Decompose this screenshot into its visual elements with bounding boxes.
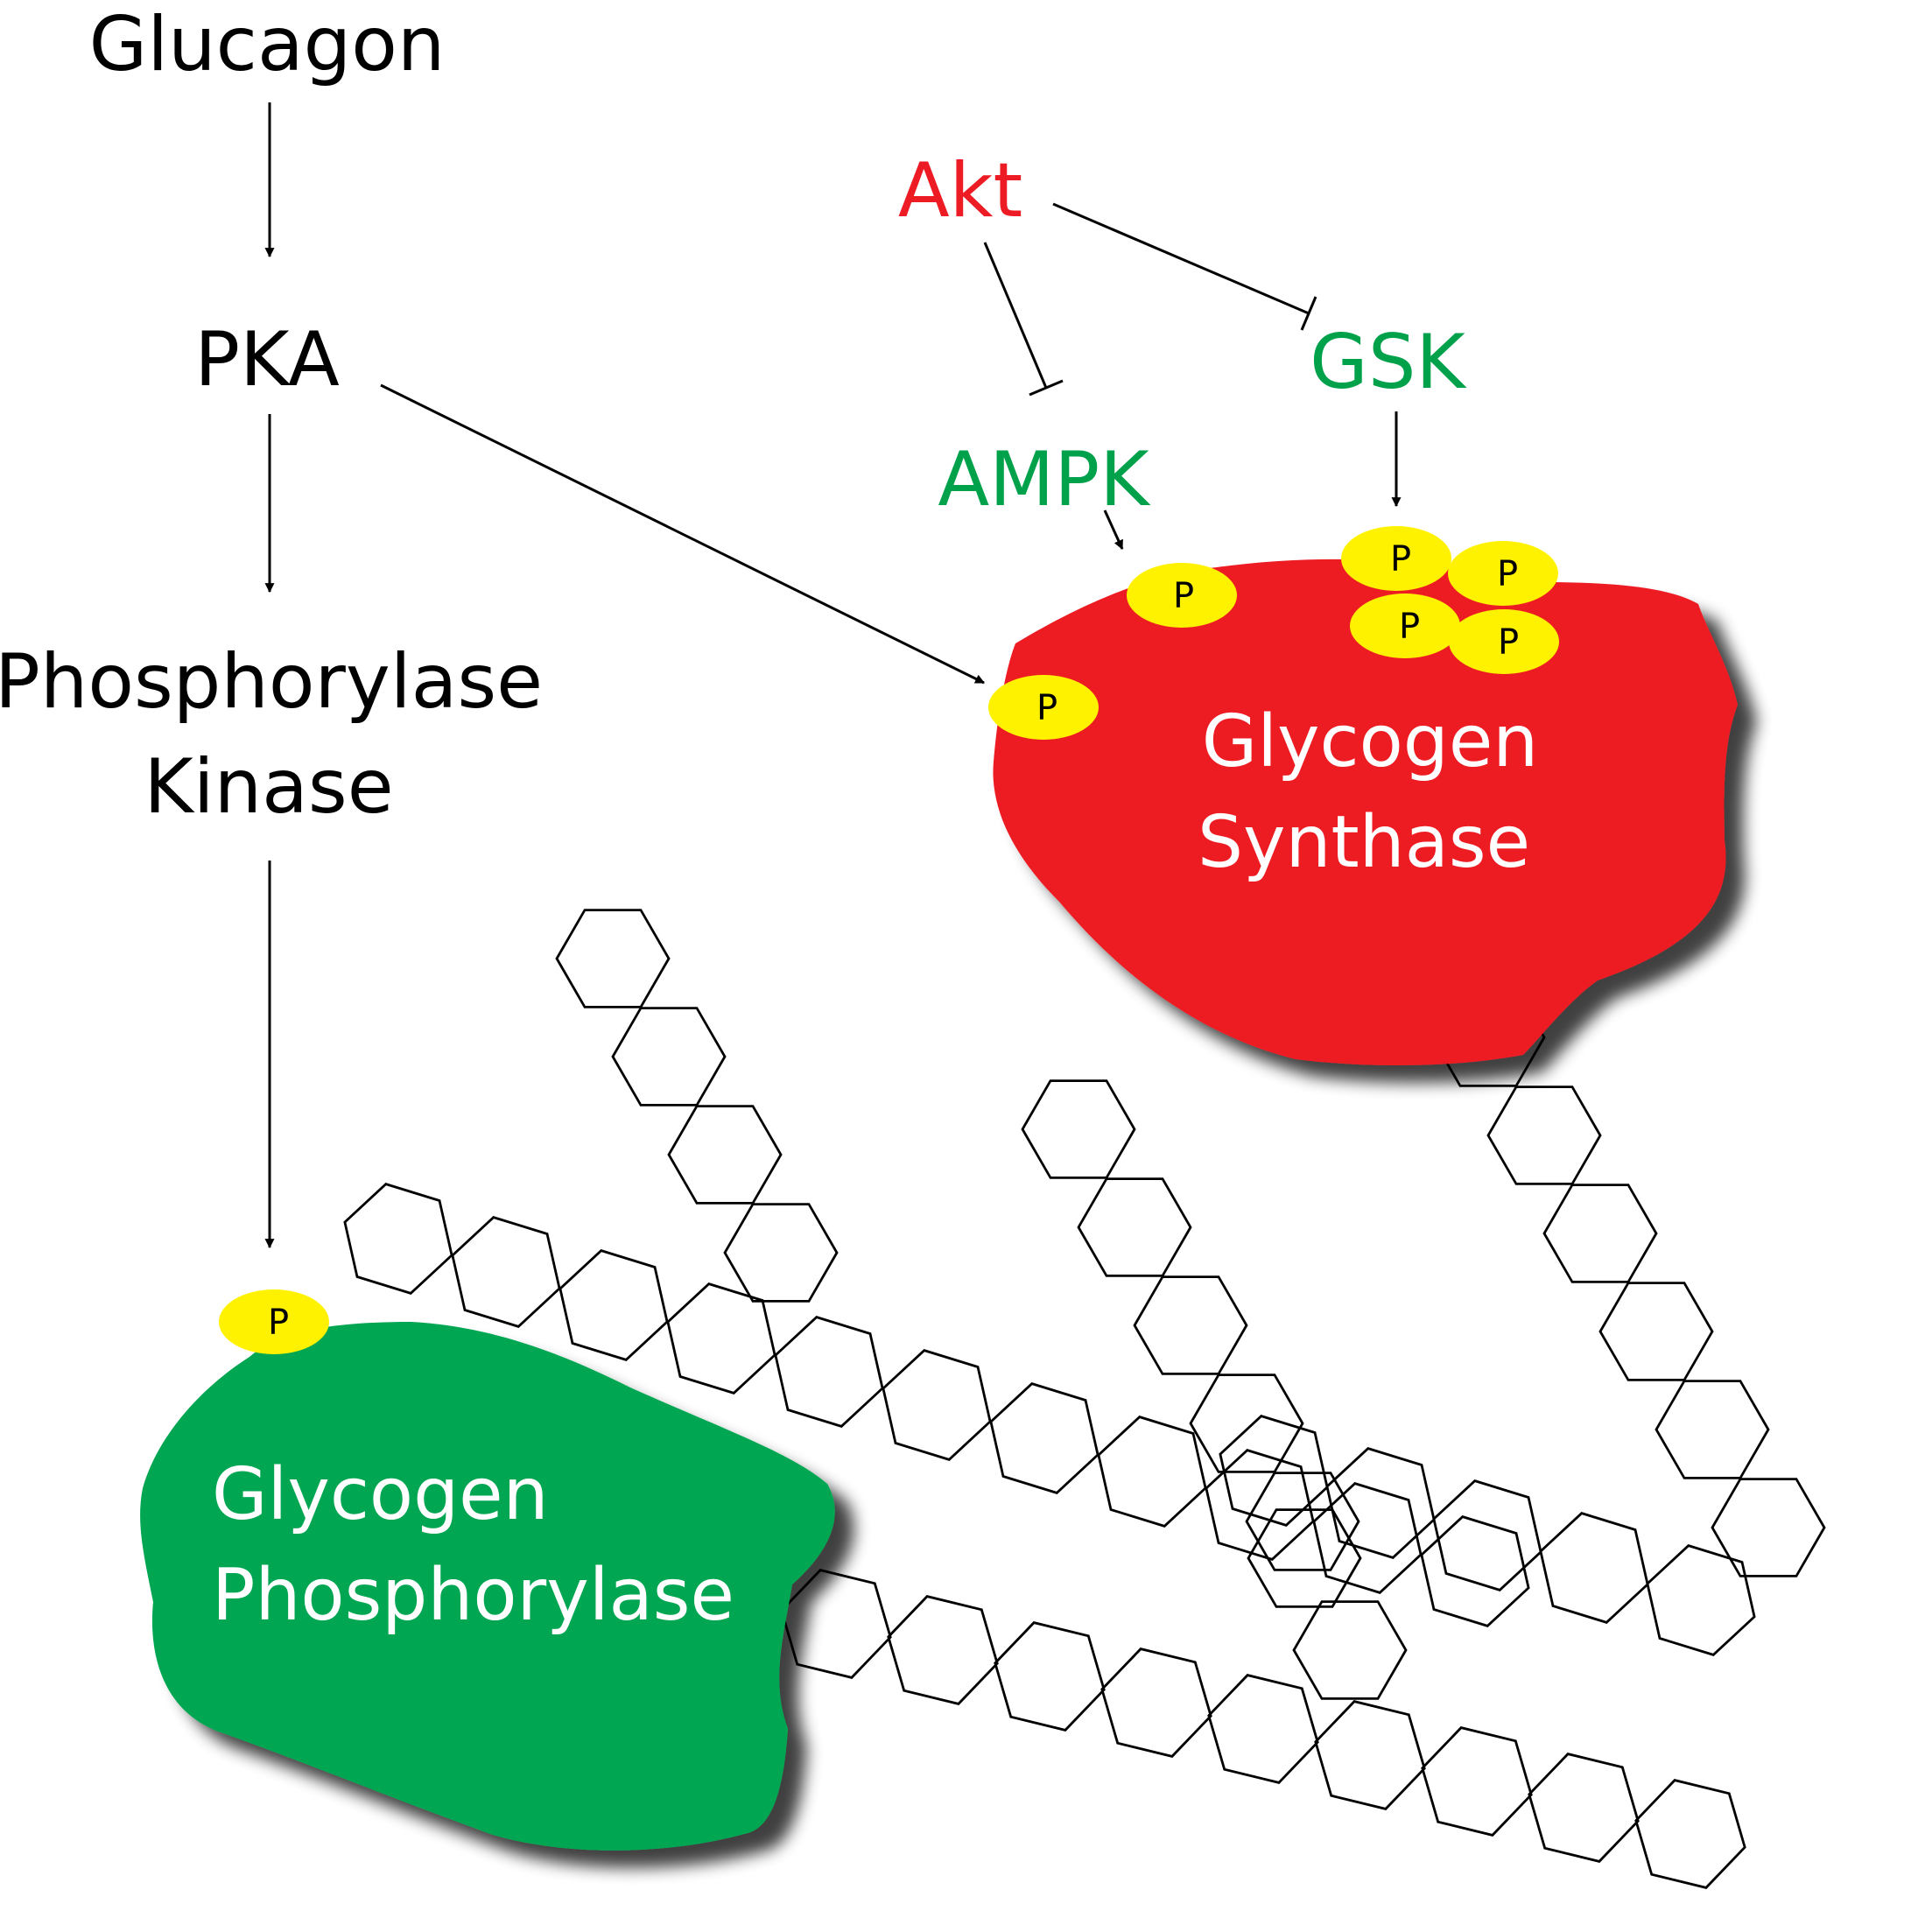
- glucose-ring: [1077, 1177, 1192, 1277]
- glycogen-phosphorylase-shape: [140, 1322, 835, 1851]
- phosphate-pka-site: P: [988, 675, 1099, 740]
- phosphate-label: P: [268, 1303, 289, 1343]
- pka-label: PKA: [194, 316, 340, 404]
- phosphate-gsk-site-3: P: [1350, 594, 1460, 658]
- glucose-ring: [1646, 1544, 1756, 1656]
- glucose-ring: [1312, 1482, 1423, 1594]
- glucose-ring: [1219, 1415, 1329, 1527]
- glucose-ring: [1539, 1512, 1649, 1624]
- glucose-ring: [882, 1349, 992, 1461]
- glucose-ring: [667, 1105, 783, 1205]
- glucose-ring: [1314, 1700, 1426, 1810]
- glucose-ring: [1207, 1674, 1319, 1784]
- glycogen-chain-diag-4: [1430, 987, 1826, 1577]
- arrow-ampk-to-glycogen-synthase: [1103, 509, 1124, 551]
- phosphate-ampk-site: P: [1127, 563, 1237, 628]
- glycogen-synthase-shape: [993, 559, 1738, 1065]
- akt-label: Akt: [898, 147, 1022, 235]
- glucose-ring: [611, 1007, 727, 1107]
- phosphate-label: P: [1173, 576, 1194, 616]
- inhibition-akt-to-gsk: [1052, 202, 1317, 331]
- glucose-ring: [1528, 1753, 1640, 1863]
- phosphate-label: P: [1497, 554, 1518, 594]
- glucose-ring: [1634, 1779, 1746, 1889]
- glucose-ring: [989, 1382, 1100, 1494]
- glucose-ring: [1325, 1447, 1436, 1559]
- glucose-ring: [1598, 1282, 1714, 1381]
- glucose-ring: [1245, 1472, 1360, 1571]
- glucose-ring: [1247, 1508, 1362, 1608]
- phosphorylase-kinase-label-line2: Kinase: [144, 743, 393, 831]
- phosphate-gsk-site-4: P: [1449, 609, 1559, 674]
- glycogen-chain-right: [1219, 1415, 1756, 1656]
- glucose-ring: [1021, 1079, 1136, 1179]
- glycogen-chain-diag-2: [1021, 1079, 1360, 1571]
- glycogen-synthase-enzyme: Glycogen Synthase: [993, 559, 1738, 1065]
- glucose-ring: [780, 1569, 892, 1679]
- glycogen-chains: [343, 909, 1826, 1889]
- glucose-ring: [1420, 1515, 1530, 1627]
- glucose-ring: [559, 1249, 669, 1361]
- glycogen-chain-main: [343, 1183, 1530, 1627]
- glycogen-chain-diag-3: [1247, 1508, 1408, 1700]
- glucagon-label: Glucagon: [89, 1, 446, 88]
- glycogen-chain-diag-1: [555, 909, 839, 1303]
- glycogen-phosphorylase-label-line1: Glycogen: [212, 1453, 549, 1536]
- glucose-ring: [1655, 1380, 1770, 1479]
- phosphorylase-kinase-label-line1: Phosphorylase: [0, 638, 543, 726]
- phosphate-gsk-site-2: P: [1448, 541, 1558, 606]
- gsk-label: GSK: [1310, 319, 1467, 406]
- glycogen-synthase-label-line2: Synthase: [1198, 801, 1530, 884]
- glucose-ring: [555, 909, 671, 1008]
- glucose-ring: [994, 1621, 1106, 1732]
- glucose-ring: [1205, 1449, 1315, 1561]
- glucose-ring: [1542, 1184, 1658, 1283]
- glucose-ring: [451, 1216, 561, 1328]
- glycogen-phosphorylase-enzyme: Glycogen Phosphorylase: [140, 1322, 835, 1851]
- glucose-ring: [1100, 1647, 1212, 1758]
- glycogen-chain-lower: [780, 1569, 1746, 1889]
- phosphate-gsk-site-1: P: [1341, 526, 1451, 591]
- glucose-ring: [343, 1183, 453, 1295]
- phosphate-label: P: [1390, 539, 1411, 580]
- glucose-ring: [1097, 1416, 1207, 1528]
- glucose-ring: [1133, 1275, 1248, 1375]
- glucose-ring: [723, 1203, 839, 1303]
- glucose-ring: [774, 1316, 884, 1428]
- glucose-ring: [1711, 1478, 1826, 1577]
- glucose-ring: [1486, 1085, 1602, 1185]
- glycogen-synthase-label-line1: Glycogen: [1202, 700, 1539, 783]
- glucose-ring: [1432, 1479, 1542, 1591]
- glucose-ring: [887, 1595, 999, 1705]
- phosphate-label: P: [1498, 622, 1519, 663]
- phosphate-label: P: [1036, 688, 1057, 728]
- phosphate-label: P: [1399, 607, 1420, 647]
- arrow-pka-to-glycogen-synthase: [380, 383, 985, 685]
- glucose-ring: [1292, 1600, 1408, 1700]
- inhibition-akt-to-ampk: [983, 242, 1064, 397]
- glucose-ring: [1421, 1726, 1533, 1837]
- ampk-label: AMPK: [938, 436, 1151, 523]
- glycogen-phosphorylase-label-line2: Phosphorylase: [212, 1554, 734, 1637]
- phosphate-phosphorylase-site: P: [219, 1289, 329, 1354]
